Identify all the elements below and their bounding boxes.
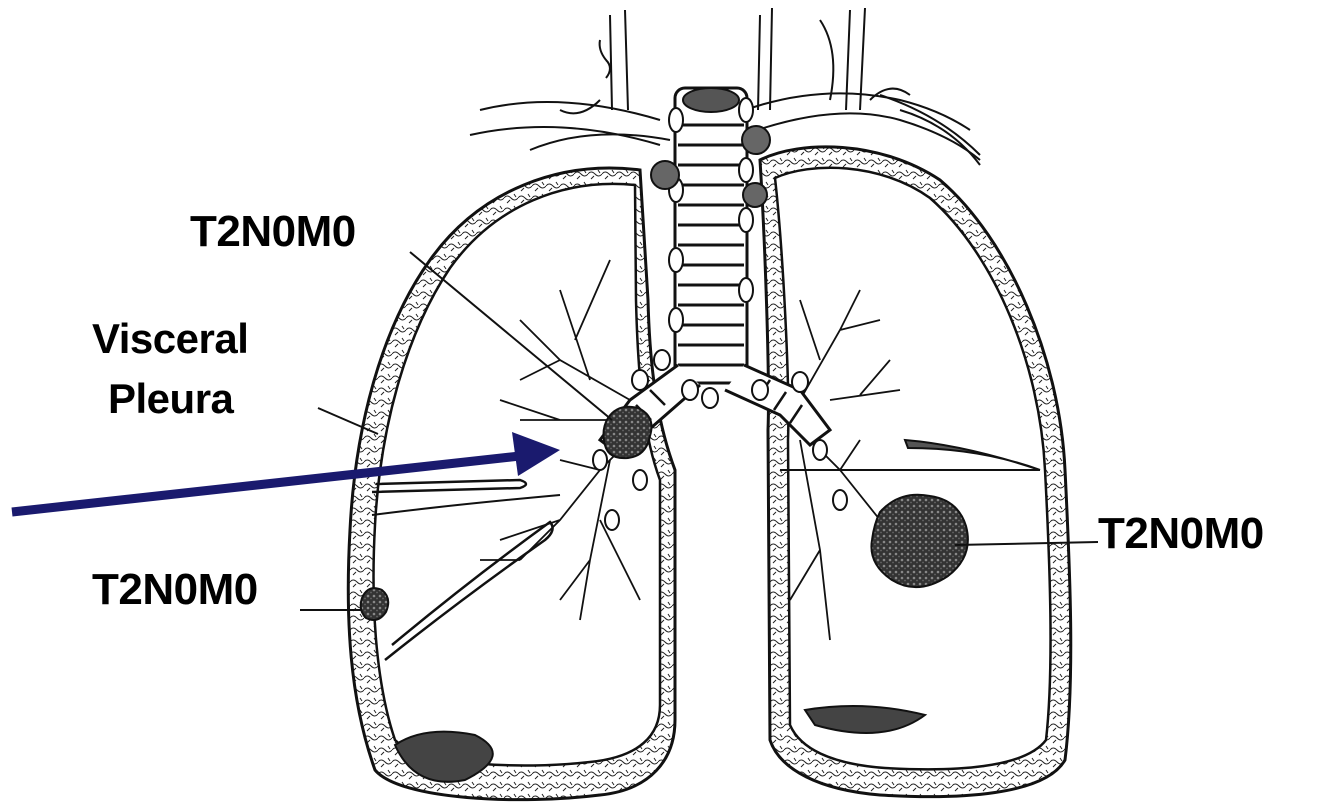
label-visceral: Visceral [92,318,248,360]
label-tumor-right: T2N0M0 [1098,512,1264,556]
tumor-central [604,407,652,458]
tumor-peripheral-left [361,588,389,620]
left-lung [760,147,1071,797]
right-lung [348,168,675,800]
label-pleura: Pleura [108,378,233,420]
label-tumor-top: T2N0M0 [190,210,356,254]
label-tumor-left: T2N0M0 [92,568,258,612]
